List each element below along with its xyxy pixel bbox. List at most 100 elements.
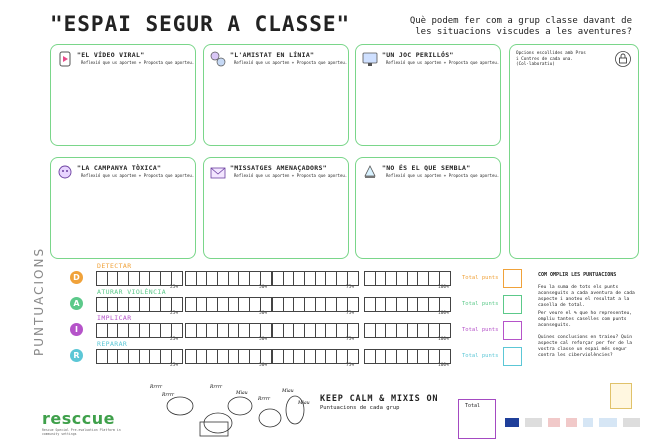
score-cell[interactable]: [207, 272, 219, 285]
score-cell[interactable]: [229, 272, 240, 285]
score-cell[interactable]: [440, 272, 451, 285]
score-cell[interactable]: [140, 272, 151, 285]
score-cell[interactable]: [140, 324, 151, 337]
score-cell[interactable]: [294, 272, 306, 285]
score-cell[interactable]: [129, 324, 140, 337]
score-cell[interactable]: [294, 324, 306, 337]
score-cell[interactable]: [273, 350, 284, 363]
card-no-es-el-que-sembla[interactable]: "NO ÉS EL QUE SEMBLA" Reflexió que us ap…: [355, 157, 501, 259]
score-cell[interactable]: [161, 298, 172, 311]
score-cells-group[interactable]: [96, 323, 183, 338]
score-cell[interactable]: [239, 298, 251, 311]
group-total-box[interactable]: Total: [458, 399, 496, 439]
score-cell[interactable]: [218, 324, 229, 337]
score-cell[interactable]: [365, 324, 376, 337]
score-cell[interactable]: [186, 350, 197, 363]
score-cell[interactable]: [250, 324, 261, 337]
score-cell[interactable]: [386, 350, 398, 363]
score-cell[interactable]: [186, 324, 197, 337]
score-cell[interactable]: [397, 298, 408, 311]
score-cell[interactable]: [337, 272, 348, 285]
score-cell[interactable]: [337, 324, 348, 337]
score-cells-group[interactable]: [364, 349, 451, 364]
score-cell[interactable]: [397, 272, 408, 285]
card-amistat-linia[interactable]: "L'AMISTAT EN LÍNIA" Reflexió que us apo…: [203, 44, 349, 146]
score-cell[interactable]: [337, 298, 348, 311]
score-cell[interactable]: [305, 272, 316, 285]
score-cell[interactable]: [348, 350, 359, 363]
score-cell[interactable]: [161, 324, 172, 337]
score-cell[interactable]: [376, 272, 387, 285]
score-cell[interactable]: [326, 298, 338, 311]
score-cell[interactable]: [261, 298, 272, 311]
score-cell[interactable]: [284, 324, 295, 337]
score-cell[interactable]: [140, 350, 151, 363]
score-cell[interactable]: [348, 272, 359, 285]
score-cell[interactable]: [397, 350, 408, 363]
score-cell[interactable]: [197, 324, 208, 337]
score-cell[interactable]: [197, 350, 208, 363]
score-cells-group[interactable]: [272, 271, 359, 286]
score-cell[interactable]: [129, 272, 140, 285]
score-cell[interactable]: [440, 350, 451, 363]
score-cell[interactable]: [337, 350, 348, 363]
score-cell[interactable]: [365, 350, 376, 363]
score-cells-group[interactable]: [185, 349, 272, 364]
score-cell[interactable]: [172, 272, 183, 285]
score-cell[interactable]: [108, 298, 119, 311]
score-cell[interactable]: [97, 272, 108, 285]
score-cell[interactable]: [261, 324, 272, 337]
score-cell[interactable]: [108, 350, 119, 363]
score-cell[interactable]: [229, 324, 240, 337]
total-points-box[interactable]: [503, 347, 522, 366]
score-cell[interactable]: [172, 350, 183, 363]
score-cell[interactable]: [229, 298, 240, 311]
score-cell[interactable]: [250, 298, 261, 311]
score-cell[interactable]: [118, 272, 130, 285]
score-cells-group[interactable]: [185, 323, 272, 338]
score-cell[interactable]: [172, 324, 183, 337]
score-cell[interactable]: [386, 272, 398, 285]
card-missatges-amenacadors[interactable]: "MISSATGES AMENAÇADORS" Reflexió que us …: [203, 157, 349, 259]
score-cell[interactable]: [97, 350, 108, 363]
score-cell[interactable]: [418, 272, 430, 285]
score-cell[interactable]: [408, 324, 419, 337]
score-cell[interactable]: [440, 298, 451, 311]
score-cell[interactable]: [386, 324, 398, 337]
score-cell[interactable]: [326, 272, 338, 285]
score-cell[interactable]: [118, 298, 130, 311]
score-cell[interactable]: [429, 272, 440, 285]
score-cell[interactable]: [239, 350, 251, 363]
score-cell[interactable]: [186, 272, 197, 285]
score-cell[interactable]: [161, 350, 172, 363]
score-cell[interactable]: [348, 298, 359, 311]
score-cell[interactable]: [376, 324, 387, 337]
score-cell[interactable]: [305, 350, 316, 363]
score-cell[interactable]: [376, 350, 387, 363]
score-cell[interactable]: [97, 324, 108, 337]
score-cell[interactable]: [250, 350, 261, 363]
score-cell[interactable]: [218, 298, 229, 311]
score-cell[interactable]: [316, 298, 327, 311]
score-cell[interactable]: [305, 324, 316, 337]
score-cell[interactable]: [150, 272, 162, 285]
card-video-viral[interactable]: "EL VÍDEO VIRAL" Reflexió que us aporten…: [50, 44, 196, 146]
total-points-box[interactable]: [503, 269, 522, 288]
score-cell[interactable]: [326, 350, 338, 363]
score-cell[interactable]: [418, 350, 430, 363]
score-cell[interactable]: [172, 298, 183, 311]
score-cell[interactable]: [440, 324, 451, 337]
score-cell[interactable]: [365, 272, 376, 285]
score-cell[interactable]: [150, 350, 162, 363]
score-cells-group[interactable]: [272, 349, 359, 364]
score-cell[interactable]: [161, 272, 172, 285]
score-cells-group[interactable]: [272, 323, 359, 338]
score-cell[interactable]: [207, 350, 219, 363]
score-cell[interactable]: [261, 272, 272, 285]
score-cells-group[interactable]: [185, 297, 272, 312]
score-cell[interactable]: [129, 298, 140, 311]
score-cell[interactable]: [273, 324, 284, 337]
score-cell[interactable]: [284, 272, 295, 285]
score-cell[interactable]: [418, 324, 430, 337]
score-cell[interactable]: [186, 298, 197, 311]
